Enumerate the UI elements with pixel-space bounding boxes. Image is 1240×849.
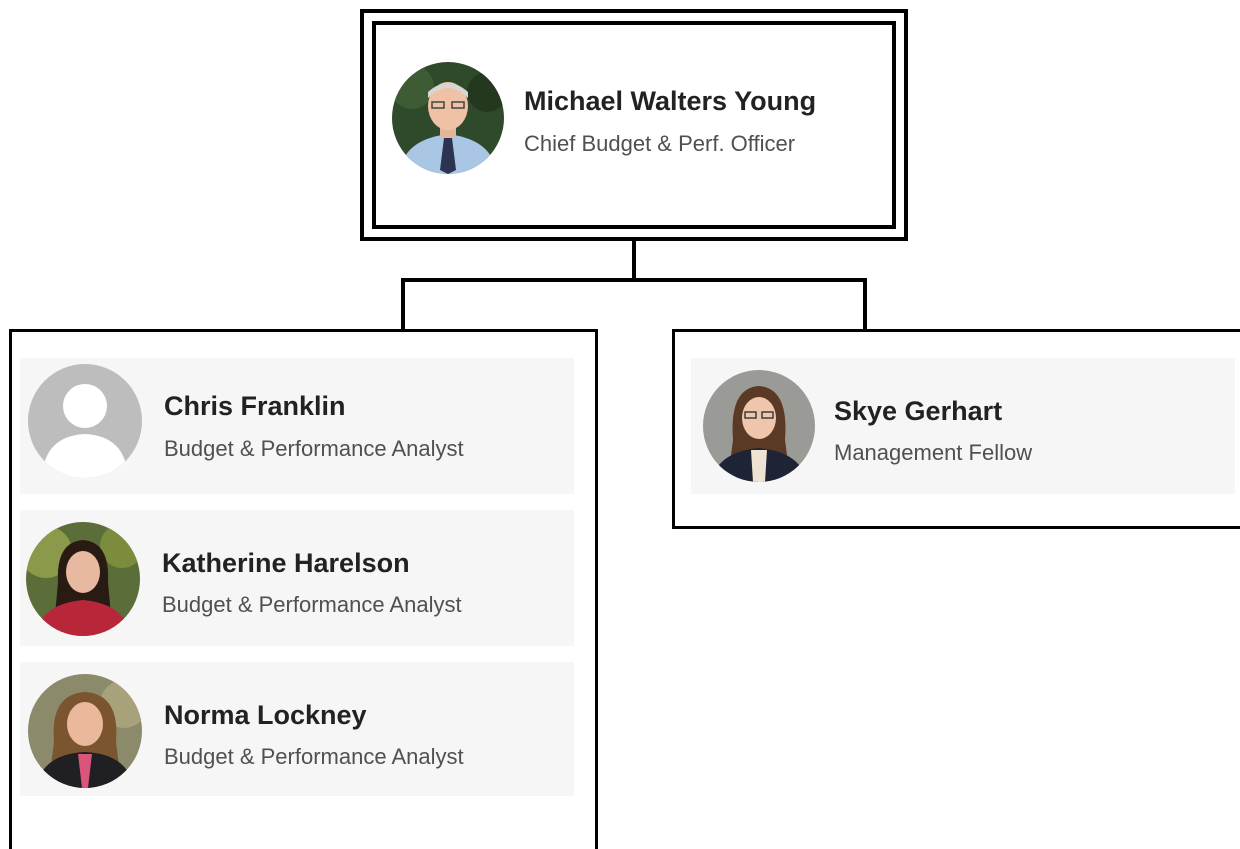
root-node[interactable] [372, 21, 896, 229]
avatar-michael-walters-young [392, 62, 504, 174]
person-title: Management Fellow [834, 440, 1033, 465]
root-title: Chief Budget & Perf. Officer [524, 131, 796, 156]
person-name: Chris Franklin [164, 391, 346, 421]
default-avatar-icon [28, 364, 142, 478]
root-name: Michael Walters Young [524, 86, 817, 116]
person-name: Katherine Harelson [162, 548, 410, 578]
person-photo-icon [26, 522, 140, 636]
connector-vertical-right [863, 278, 867, 330]
avatar-chris-franklin [28, 364, 142, 478]
person-title: Budget & Performance Analyst [162, 592, 462, 617]
person-photo-icon [392, 62, 504, 174]
avatar-katherine-harelson [26, 522, 140, 636]
right-group-box [672, 329, 1240, 529]
avatar-norma-lockney [28, 674, 142, 788]
person-title: Budget & Performance Analyst [164, 436, 464, 461]
avatar-skye-gerhart [703, 370, 815, 482]
connector-horizontal [401, 278, 867, 282]
person-title: Budget & Performance Analyst [164, 744, 464, 769]
person-name: Norma Lockney [164, 700, 367, 730]
person-photo-icon [28, 674, 142, 788]
connector-vertical-root [632, 241, 636, 281]
root-node-outer-border [360, 9, 908, 241]
left-group-box [9, 329, 598, 849]
person-name: Skye Gerhart [834, 396, 1003, 426]
person-photo-icon [703, 370, 815, 482]
connector-vertical-left [401, 278, 405, 330]
